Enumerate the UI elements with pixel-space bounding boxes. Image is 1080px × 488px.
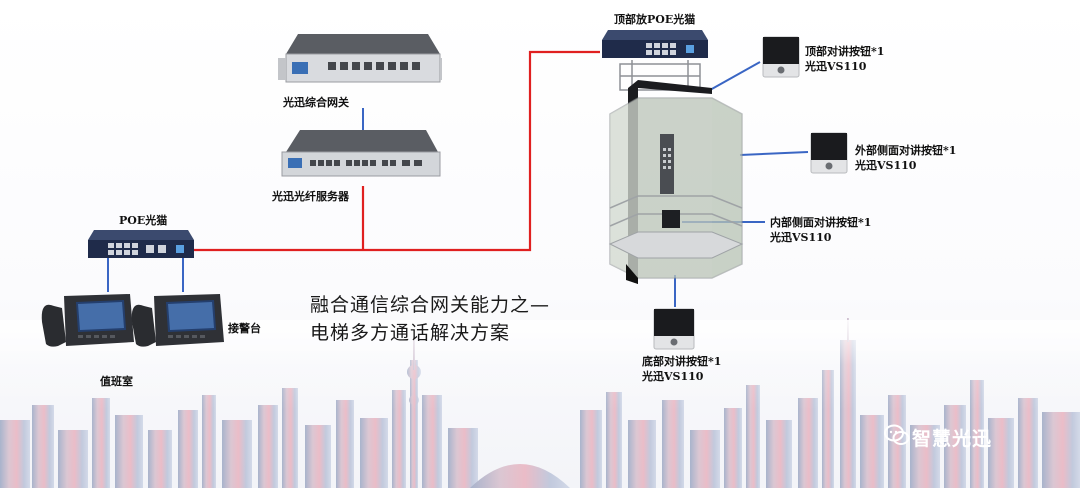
top-poe-cat-device xyxy=(598,28,710,60)
fiber-server-label: 光迅光纤服务器 xyxy=(272,190,349,203)
elevator-car xyxy=(602,58,752,288)
ip-phone-alarm-desk xyxy=(126,288,226,350)
alarm-desk-label: 接警台 xyxy=(228,322,261,335)
poe-cat-label: POE光猫 xyxy=(119,214,167,227)
watermark-brand: 智慧光迅 xyxy=(912,424,992,451)
diagram-title-line2: 电梯多方通话解决方案 xyxy=(310,318,510,345)
ip-phone-duty-room xyxy=(36,288,136,350)
bottom-intercom-device xyxy=(653,308,695,350)
outer-side-intercom-name: 外部侧面对讲按钮*1 xyxy=(855,144,956,158)
top-intercom-model: 光迅VS110 xyxy=(805,60,866,74)
outer-side-intercom-device xyxy=(810,132,848,174)
top-intercom-device xyxy=(762,36,800,78)
poe-cat-device xyxy=(84,228,196,260)
top-poe-cat-label: 顶部放POE光猫 xyxy=(614,13,695,26)
duty-room-label: 值班室 xyxy=(100,375,133,388)
inner-side-intercom-model: 光迅VS110 xyxy=(770,231,831,245)
bottom-intercom-model: 光迅VS110 xyxy=(642,370,703,384)
outer-side-intercom-model: 光迅VS110 xyxy=(855,159,916,173)
fiber-server-device xyxy=(276,128,446,188)
wechat-icon xyxy=(884,424,910,446)
diagram-title-line1: 融合通信综合网关能力之— xyxy=(310,290,550,317)
gateway-device xyxy=(278,32,442,94)
top-intercom-name: 顶部对讲按钮*1 xyxy=(805,45,884,59)
inner-side-intercom-name: 内部侧面对讲按钮*1 xyxy=(770,216,871,230)
gateway-label: 光迅综合网关 xyxy=(283,96,349,109)
bottom-intercom-name: 底部对讲按钮*1 xyxy=(642,355,721,369)
